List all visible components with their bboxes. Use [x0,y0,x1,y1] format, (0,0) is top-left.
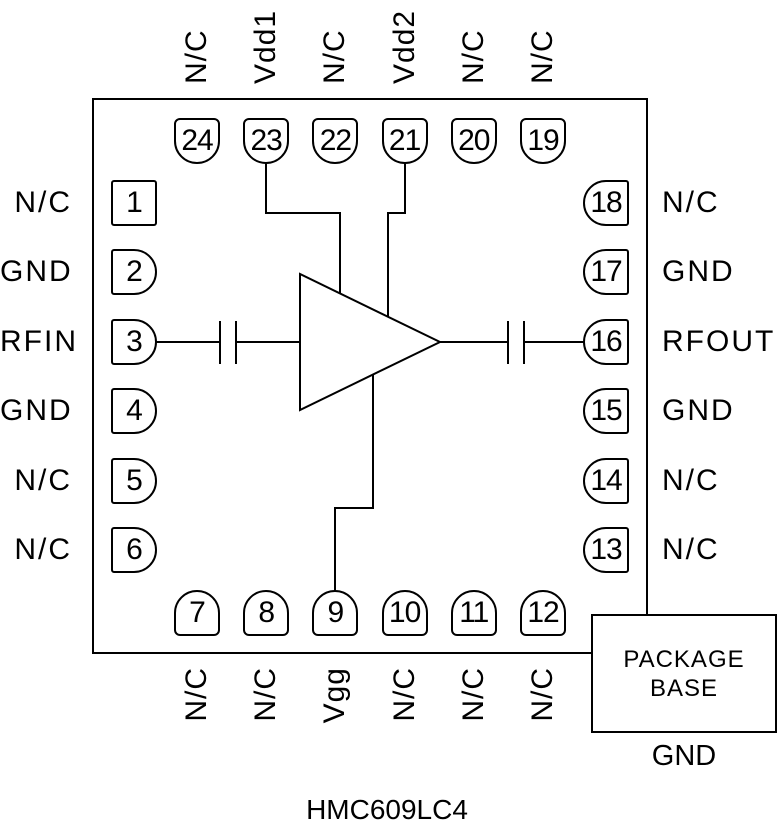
vgg-wire [334,374,374,592]
rfin-capacitor-icon [219,321,237,364]
vdd1-wire [265,162,341,293]
package-base-box [591,614,777,733]
vdd2-wire [387,162,406,317]
rfout-capacitor-icon [507,321,525,364]
